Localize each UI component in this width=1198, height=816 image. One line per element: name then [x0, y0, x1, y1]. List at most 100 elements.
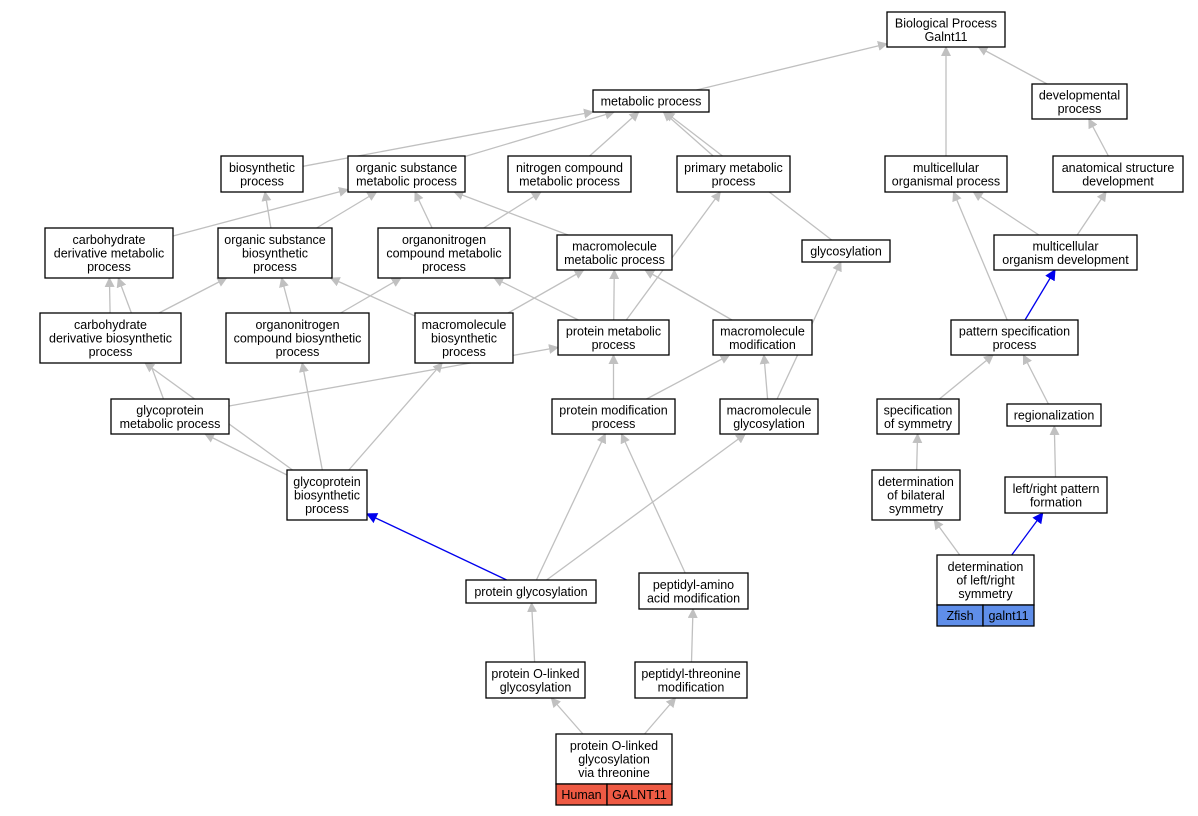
go-term-box [634, 661, 748, 699]
go-term-label-line: Biological Process [895, 16, 997, 30]
go-term-protein-glyco[interactable]: protein glycosylation [465, 579, 597, 604]
go-term-metabolic[interactable]: metabolic process [592, 89, 710, 113]
edge-macromol_biosyn-to-macromol_metab [507, 269, 585, 314]
go-term-box [886, 11, 1006, 48]
go-term-label-line: organic substance [224, 233, 326, 247]
edge-protein_metab-to-primary_metab [625, 191, 721, 321]
edge-org_sub_biosyn-to-biosynthetic [261, 191, 272, 229]
go-term-box [225, 312, 370, 364]
species-label: Human [561, 788, 601, 802]
go-term-box [465, 579, 597, 604]
go-term-box [556, 234, 673, 271]
go-term-label-line: process [276, 345, 320, 359]
go-term-label-line: process [240, 174, 284, 188]
edge-glycoprotein_biosyn-to-macromol_biosyn [348, 362, 443, 471]
go-term-label-line: regionalization [1014, 409, 1095, 423]
go-term-label-line: Galnt11 [925, 30, 968, 44]
go-term-box [110, 398, 230, 435]
edge-det_lr_symmetry-to-lr_pattern [1011, 512, 1044, 556]
go-term-label-line: peptidyl-threonine [641, 667, 740, 681]
edge-organonitrogen_metab-to-nitrogen_compound [483, 191, 542, 229]
go-term-label-line: metabolic process [564, 253, 665, 267]
go-term-label-line: metabolic process [120, 417, 221, 431]
go-term-label-line: modification [658, 680, 725, 694]
edge-nitrogen_compound-to-metabolic [589, 111, 640, 157]
go-term-label-line: carbohydrate [74, 318, 147, 332]
edge-glycoprotein_biosyn-to-organonitrogen_biosyn [298, 362, 323, 471]
edge-carb_deriv_biosyn-to-org_sub_biosyn [158, 277, 228, 314]
go-term-label-line: process [592, 338, 636, 352]
edge-macromol_glyco-to-macromol_mod [759, 354, 770, 400]
go-term-glycosylation[interactable]: glycosylation [801, 239, 891, 263]
go-term-label-line: primary metabolic [684, 161, 783, 175]
go-term-label-line: derivative biosynthetic [49, 332, 172, 346]
go-term-regionalization[interactable]: regionalization [1006, 403, 1102, 427]
edge-multicell_org_dev-to-multicellular_org [972, 191, 1040, 236]
go-term-label-line: organismal process [892, 174, 1000, 188]
go-term-label-line: biosynthetic [431, 332, 497, 346]
edge-lr_pattern-to-regionalization [1049, 425, 1060, 478]
go-term-box [555, 733, 673, 785]
gene-label[interactable]: GALNT11 [612, 788, 667, 802]
go-term-label-line: nitrogen compound [516, 161, 623, 175]
edge-carb_deriv_biosyn-to-carb_deriv_metab [104, 277, 115, 314]
go-term-label-line: metabolic process [601, 95, 702, 109]
edge-macromol_mod-to-macromol_metab [644, 269, 733, 321]
go-term-label-line: glycosylation [810, 245, 882, 259]
go-term-box [414, 312, 514, 364]
gene-label[interactable]: galnt11 [988, 609, 1028, 623]
edge-glycoprotein_metab-to-protein_metab [228, 344, 559, 407]
go-term-label-line: derivative metabolic [54, 247, 164, 261]
go-term-box [884, 155, 1008, 193]
edge-metabolic-to-bp_root [696, 41, 888, 91]
go-term-box [557, 319, 670, 356]
edge-pattern_spec-to-multicellular_org [952, 191, 1008, 321]
go-term-box [638, 572, 749, 610]
go-term-label-line: organic substance [356, 161, 458, 175]
edge-peptidyl_amino-to-protein_mod [620, 433, 686, 574]
annotation-human: Human GALNT11 [555, 783, 673, 806]
go-term-label-line: glycoprotein [293, 475, 360, 489]
go-term-box [1031, 83, 1128, 120]
edge-det_lr_symmetry-to-det_bilateral [933, 519, 961, 556]
edge-organonitrogen_biosyn-to-organonitrogen_metab [340, 277, 402, 314]
go-term-box [592, 89, 710, 113]
go-term-box [993, 234, 1138, 271]
go-term-label-line: of left/right [956, 574, 1015, 588]
go-term-label-line: macromolecule [422, 318, 507, 332]
go-term-label-line: glycoprotein [136, 403, 203, 417]
go-term-box [719, 398, 819, 435]
